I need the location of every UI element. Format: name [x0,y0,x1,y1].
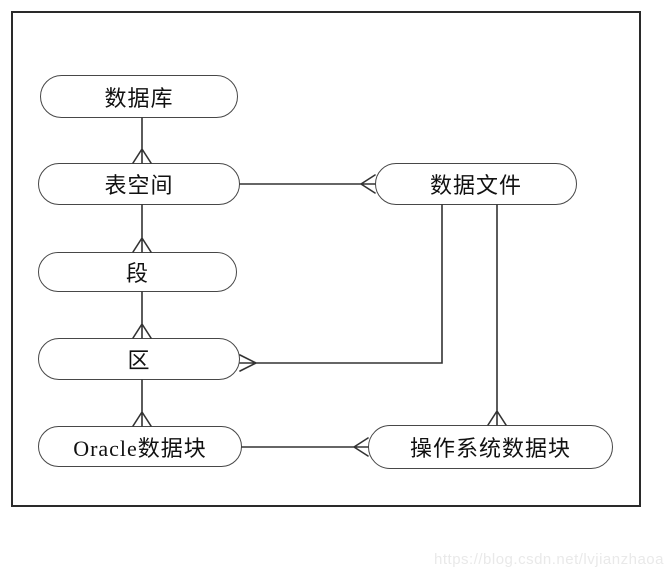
entity-extent: 区 [38,338,240,380]
entity-tablespace: 表空间 [38,163,240,205]
entity-oracle-data-block-label: Oracle数据块 [73,435,207,461]
watermark-url: https://blog.csdn.net/lvjianzhaoa [434,551,664,568]
entity-data-file-label: 数据文件 [429,173,522,198]
entity-segment-label: 段 [125,261,149,286]
entity-database-label: 数据库 [104,85,174,111]
entity-segment: 段 [38,252,237,292]
entity-tablespace-label: 表空间 [104,173,174,198]
entity-os-data-block-label: 操作系统数据块 [409,436,571,461]
entity-extent-label: 区 [127,348,151,373]
entity-data-file: 数据文件 [375,163,577,205]
entity-oracle-data-block: Oracle数据块 [38,426,242,467]
entity-database: 数据库 [40,75,238,118]
entity-os-data-block: 操作系统数据块 [368,425,613,469]
